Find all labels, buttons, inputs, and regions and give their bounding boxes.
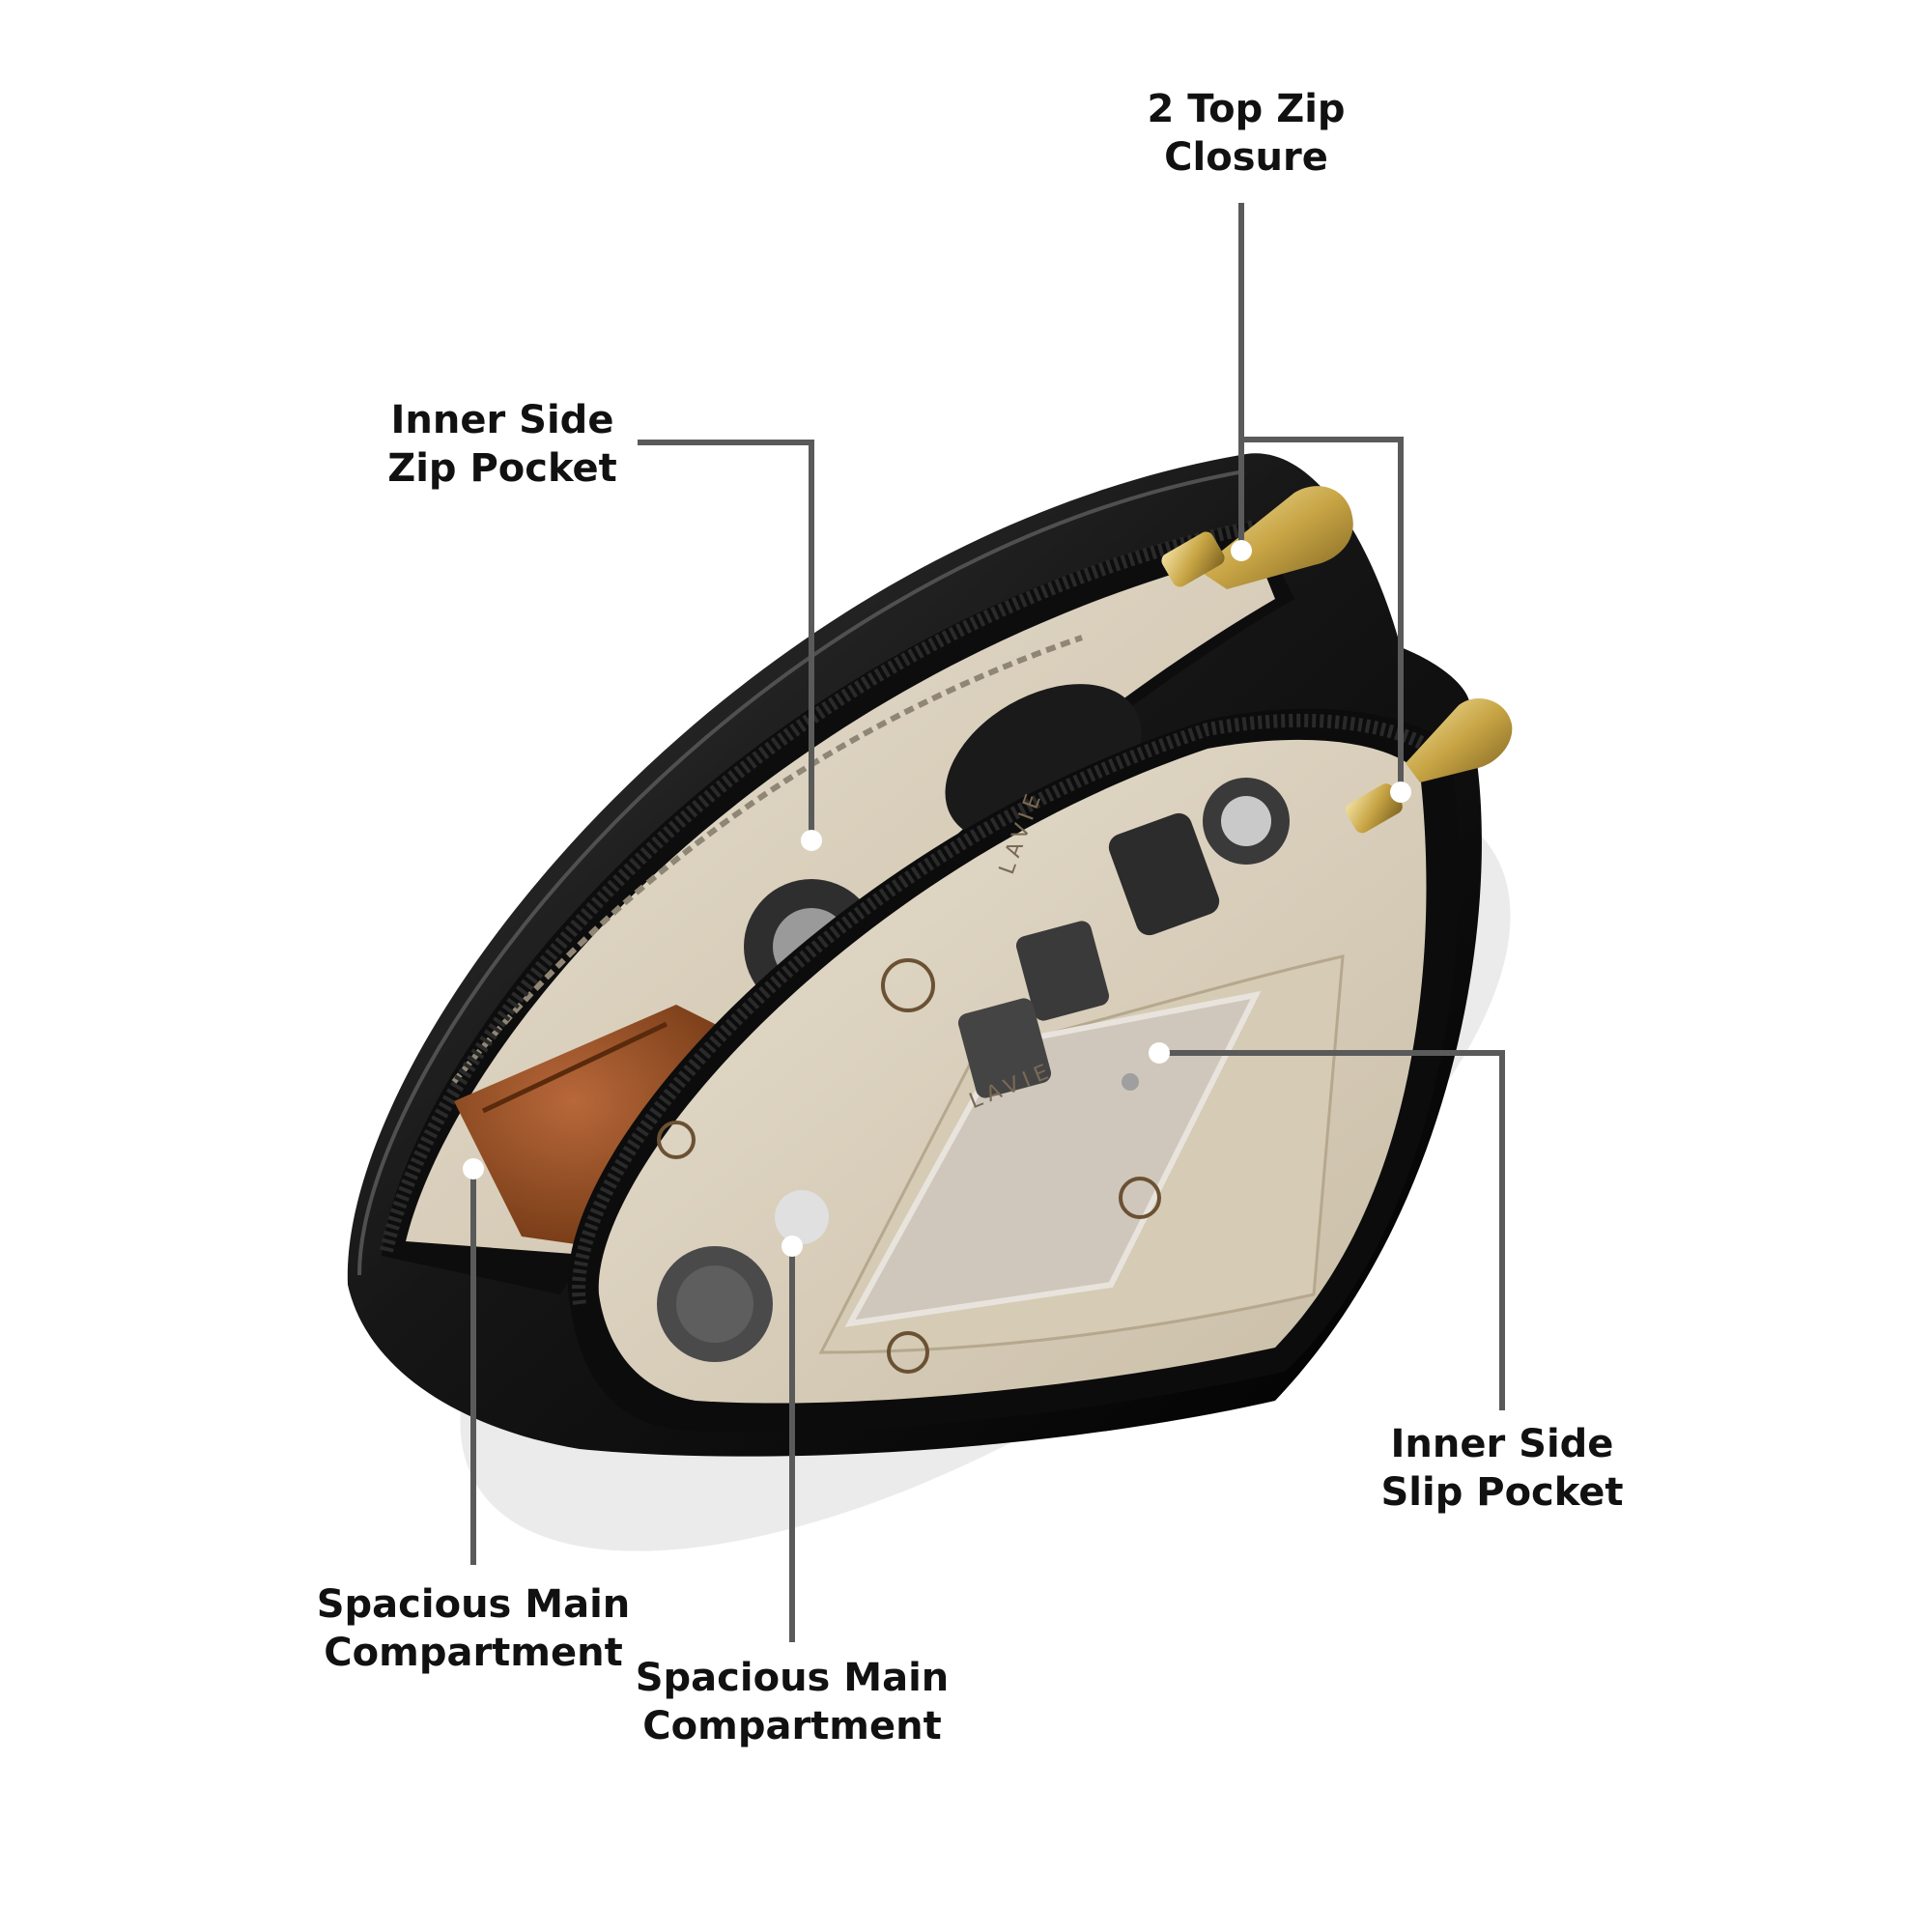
leader-inner-zip-pocket xyxy=(638,440,814,840)
marker-main-right xyxy=(781,1236,803,1257)
callout-line: Inner Side xyxy=(1390,1422,1614,1466)
zipper-pulls xyxy=(1161,486,1513,834)
marker-top-zip-2 xyxy=(1390,781,1411,803)
marker-top-zip-1 xyxy=(1231,540,1252,561)
front-compartment-items xyxy=(657,778,1290,1362)
leader-top-zip-branch xyxy=(1241,437,1404,792)
marker-inner-zip-pocket xyxy=(801,830,822,851)
callout-line: Compartment xyxy=(324,1631,623,1675)
callout-line: Slip Pocket xyxy=(1380,1470,1624,1515)
callout-line: 2 Top Zip xyxy=(1147,87,1346,131)
callout-line: Spacious Main xyxy=(316,1582,631,1627)
callout-inner-side-slip-pocket: Inner Side Slip Pocket xyxy=(1380,1420,1623,1517)
callout-line: Spacious Main xyxy=(635,1656,950,1700)
callout-inner-side-zip-pocket: Inner Side Zip Pocket xyxy=(387,396,617,493)
callout-top-zip-closure: 2 Top Zip Closure xyxy=(1147,85,1345,182)
marker-main-left xyxy=(463,1158,484,1179)
callout-line: Closure xyxy=(1164,135,1328,180)
leader-inner-slip-pocket xyxy=(1159,1050,1505,1410)
callout-spacious-main-compartment-right: Spacious Main Compartment xyxy=(636,1654,950,1750)
marker-inner-slip-pocket xyxy=(1149,1042,1170,1064)
callout-line: Zip Pocket xyxy=(387,446,617,491)
lining-logo-marks xyxy=(657,958,1161,1374)
callout-spacious-main-compartment-left: Spacious Main Compartment xyxy=(317,1580,631,1677)
callout-line: Inner Side xyxy=(390,398,614,442)
callout-line: Compartment xyxy=(642,1704,942,1748)
